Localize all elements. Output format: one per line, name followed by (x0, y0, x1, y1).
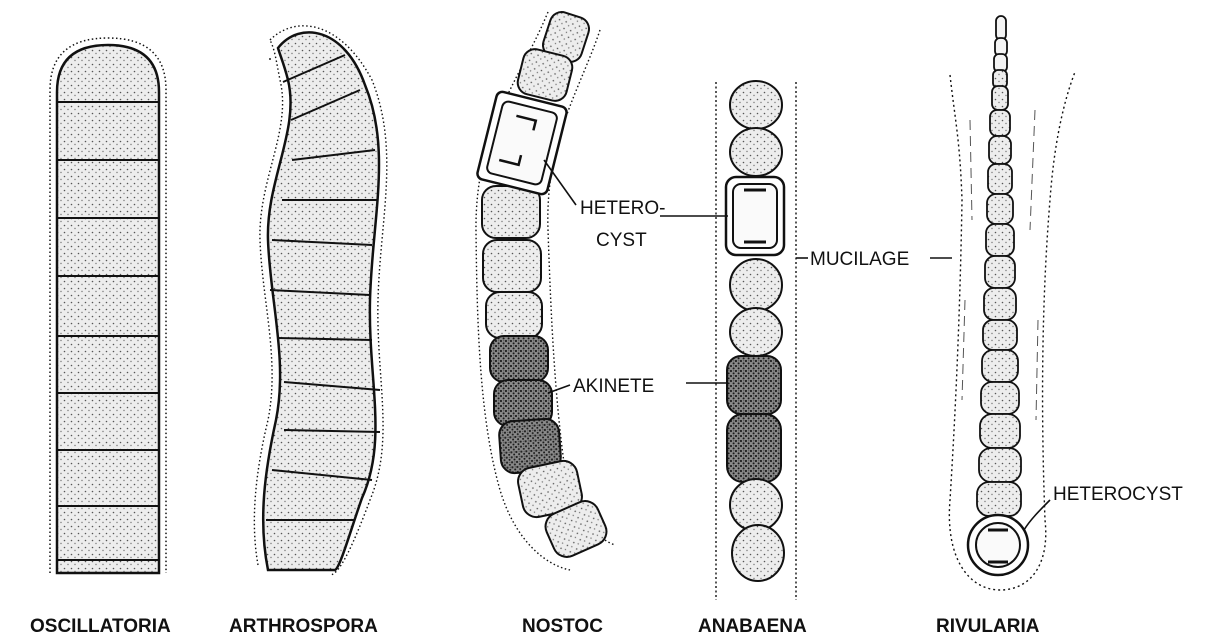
rivularia-heterocyst (968, 515, 1028, 575)
label-akinete: AKINETE (573, 376, 654, 397)
label-heterocyst-bottom: CYST (596, 230, 647, 251)
oscillatoria-filament (50, 38, 166, 573)
organism-name: ARTHROSPORA (229, 616, 378, 637)
label-heterocyst-top: HETERO- (580, 198, 666, 219)
nostoc-heterocyst (476, 91, 568, 196)
organism-name: OSCILLATORIA (30, 616, 171, 637)
arthrospora-filament (254, 26, 386, 575)
organism-name: NOSTOC (522, 616, 603, 637)
label-mucilage: MUCILAGE (810, 249, 909, 270)
organism-name: RIVULARIA (936, 616, 1040, 637)
anabaena-heterocyst (726, 177, 784, 255)
nostoc-filament (476, 9, 615, 570)
anabaena-filament (716, 81, 796, 600)
organism-name: ANABAENA (698, 616, 807, 637)
label-heterocyst-rivularia: HETEROCYST (1053, 484, 1183, 505)
